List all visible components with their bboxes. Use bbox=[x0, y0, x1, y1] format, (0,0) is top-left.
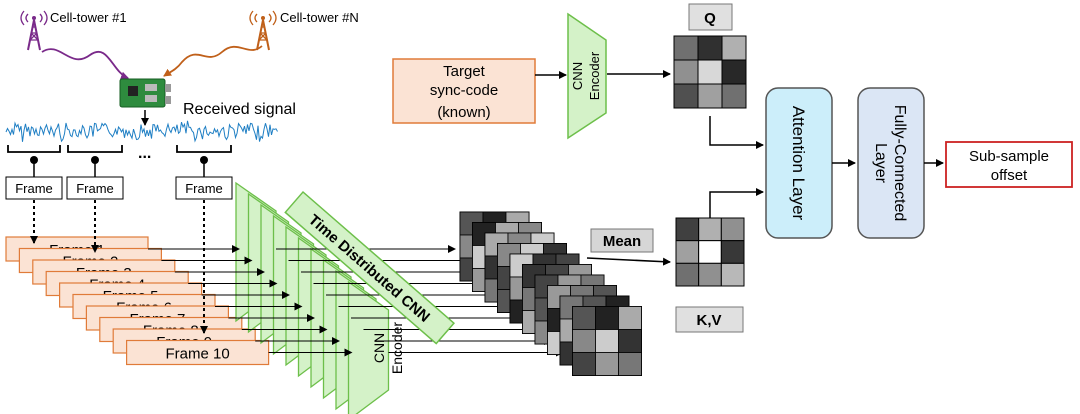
frame-label: Frame 10 bbox=[165, 346, 229, 363]
cnn-encoder-trapezoid bbox=[347, 280, 390, 414]
target-encoder-label: CNN Encoder bbox=[570, 51, 602, 100]
frame-stack: Frame 1Frame 2Frame 3Frame 4Frame 5Frame… bbox=[5, 236, 270, 366]
output-box bbox=[945, 141, 1073, 188]
fc-label-line-2: Layer bbox=[872, 143, 889, 184]
matrix-cell bbox=[673, 59, 699, 85]
cell-tower-n-icon bbox=[249, 10, 277, 51]
matrix-cell bbox=[697, 35, 723, 61]
svg-text:Frame: Frame bbox=[76, 181, 114, 196]
q-to-attention-arrow bbox=[709, 116, 764, 149]
frame-box: Frame 10 bbox=[125, 339, 270, 366]
output-line-2: offset bbox=[991, 167, 1028, 184]
q-label: Q bbox=[704, 10, 716, 27]
matrix-cell bbox=[673, 35, 699, 61]
svg-text:Encoder: Encoder bbox=[587, 51, 602, 100]
svg-text:CNN: CNN bbox=[570, 62, 585, 90]
matrix-cell bbox=[675, 262, 700, 287]
tower-1-signal-arrow bbox=[41, 48, 129, 80]
q-matrix bbox=[673, 35, 747, 109]
mean-box bbox=[590, 228, 654, 253]
feature-map-stack bbox=[459, 211, 642, 376]
matrix-cell bbox=[721, 59, 747, 85]
output-line-1: Sub-sample bbox=[969, 148, 1049, 165]
frame-tag-1: Frame bbox=[5, 176, 63, 200]
svg-text:CNN: CNN bbox=[371, 333, 387, 363]
target-line-2: sync-code bbox=[430, 82, 498, 99]
target-line-1: Target bbox=[443, 63, 486, 80]
cell-tower-1-icon bbox=[20, 10, 48, 51]
frame-bracket-1 bbox=[7, 145, 61, 177]
matrix-cell bbox=[720, 262, 745, 287]
matrix-cell bbox=[721, 83, 747, 109]
front-encoder-label: CNN Encoder bbox=[371, 322, 405, 374]
fully-connected-layer-box bbox=[857, 87, 925, 239]
received-signal-waveform bbox=[5, 120, 278, 143]
matrix-cell bbox=[698, 217, 722, 242]
tower-n-signal-arrow bbox=[163, 45, 263, 77]
kv-to-attention-arrow bbox=[709, 188, 764, 218]
matrix-cell bbox=[673, 83, 699, 109]
matrix-cell bbox=[675, 217, 700, 242]
svg-text:Frame: Frame bbox=[185, 181, 223, 196]
frame-tag-2: Frame bbox=[66, 176, 124, 200]
matrix-cell bbox=[698, 240, 722, 264]
received-signal-label: Received signal bbox=[183, 101, 296, 118]
target-sync-code-box bbox=[392, 58, 536, 124]
cell-tower-1-label: Cell-tower #1 bbox=[50, 10, 127, 25]
fc-label-line-1: Fully-Connected bbox=[891, 105, 908, 222]
kv-label-box bbox=[675, 306, 744, 333]
matrix-cell bbox=[698, 262, 722, 287]
matrix-cell bbox=[720, 217, 745, 242]
svg-text:Frame: Frame bbox=[15, 181, 53, 196]
receiver-board-icon bbox=[119, 78, 171, 108]
frame-bracket-2 bbox=[67, 145, 123, 177]
target-line-3: (known) bbox=[437, 104, 490, 121]
target-cnn-encoder bbox=[567, 12, 607, 140]
attention-layer-label: Attention Layer bbox=[789, 106, 808, 221]
frame-tag-n: Frame bbox=[175, 176, 233, 200]
svg-text:Encoder: Encoder bbox=[389, 322, 405, 374]
feature-map bbox=[572, 306, 642, 376]
frame-bracket-n bbox=[176, 145, 232, 177]
matrix-cell bbox=[720, 240, 745, 264]
signal-ellipsis: ... bbox=[138, 145, 151, 162]
matrix-cell bbox=[697, 83, 723, 109]
mean-arrow bbox=[586, 257, 671, 266]
q-label-box bbox=[688, 3, 733, 31]
mean-label: Mean bbox=[603, 233, 641, 250]
cell-tower-n-label: Cell-tower #N bbox=[280, 10, 359, 25]
kv-matrix bbox=[675, 217, 745, 287]
matrix-cell bbox=[675, 240, 700, 264]
matrix-cell bbox=[721, 35, 747, 61]
kv-label: K,V bbox=[696, 312, 721, 329]
matrix-cell bbox=[697, 59, 723, 85]
